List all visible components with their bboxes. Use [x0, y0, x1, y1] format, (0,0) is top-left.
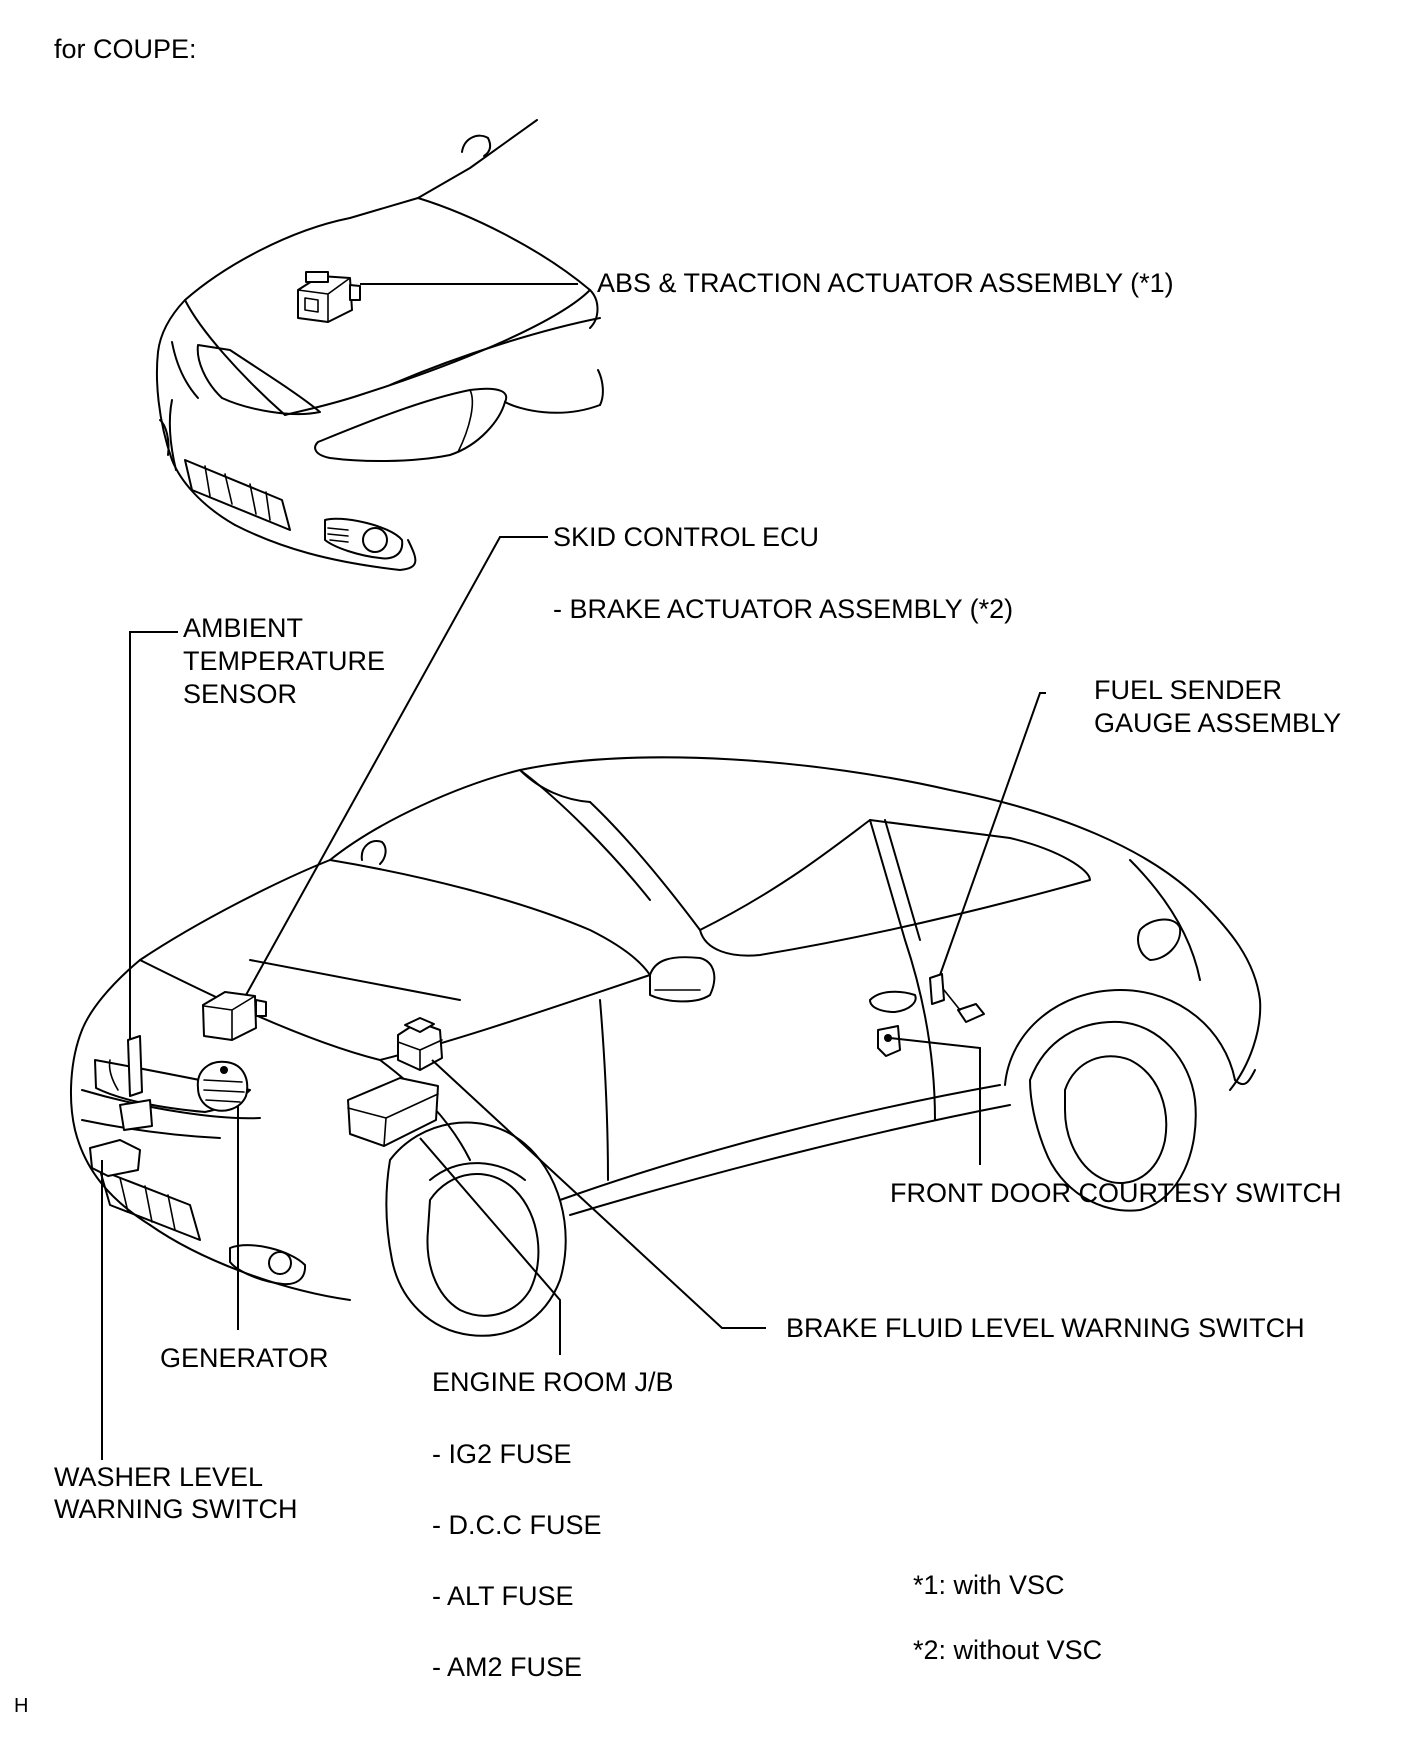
label-fuse-am2: - AM2 FUSE	[432, 1652, 582, 1682]
footnote-2: *2: without VSC	[913, 1635, 1102, 1665]
label-fuel-sender-line-1: FUEL SENDER	[1094, 675, 1282, 705]
label-front-door-switch: FRONT DOOR COURTESY SWITCH	[890, 1178, 1342, 1208]
label-ambient-line-1: AMBIENT	[183, 613, 303, 643]
label-ambient-line-2: TEMPERATURE	[183, 646, 385, 676]
washer-tank-icon	[89, 1139, 141, 1177]
label-engine-room-jb: ENGINE ROOM J/B	[432, 1367, 674, 1397]
label-brake-actuator: - BRAKE ACTUATOR ASSEMBLY (*2)	[553, 594, 1013, 624]
corner-mark: H	[14, 1695, 28, 1717]
label-washer-line-1: WASHER LEVEL	[54, 1462, 263, 1492]
label-abs-actuator: ABS & TRACTION ACTUATOR ASSEMBLY (*1)	[597, 268, 1174, 298]
label-skid-control-ecu: SKID CONTROL ECU	[553, 522, 819, 552]
label-fuel-sender-line-2: GAUGE ASSEMBLY	[1094, 708, 1341, 738]
leader-lines	[101, 283, 1046, 1460]
page-caption: for COUPE:	[54, 34, 197, 64]
brake-fluid-switch-icon	[397, 1017, 443, 1071]
front-door-switch-icon	[877, 1025, 901, 1057]
front-car-illustration	[155, 119, 604, 571]
label-generator: GENERATOR	[160, 1343, 329, 1373]
label-ambient-line-3: SENSOR	[183, 679, 297, 709]
fuel-sender-icon	[929, 973, 985, 1023]
side-car-illustration	[69, 756, 1262, 1337]
label-washer-line-2: WARNING SWITCH	[54, 1494, 297, 1524]
footnote-1: *1: with VSC	[913, 1570, 1065, 1600]
label-fuse-dcc: - D.C.C FUSE	[432, 1510, 602, 1540]
label-brake-fluid-switch: BRAKE FLUID LEVEL WARNING SWITCH	[786, 1313, 1305, 1343]
generator-icon	[196, 1060, 249, 1112]
skid-control-ecu-icon	[202, 991, 267, 1041]
abs-actuator-icon	[297, 271, 361, 323]
ambient-sensor-icon	[108, 1035, 153, 1131]
label-fuse-ig2: - IG2 FUSE	[432, 1439, 572, 1469]
label-fuse-alt: - ALT FUSE	[432, 1581, 574, 1611]
engine-room-jb-icon	[347, 1077, 439, 1147]
